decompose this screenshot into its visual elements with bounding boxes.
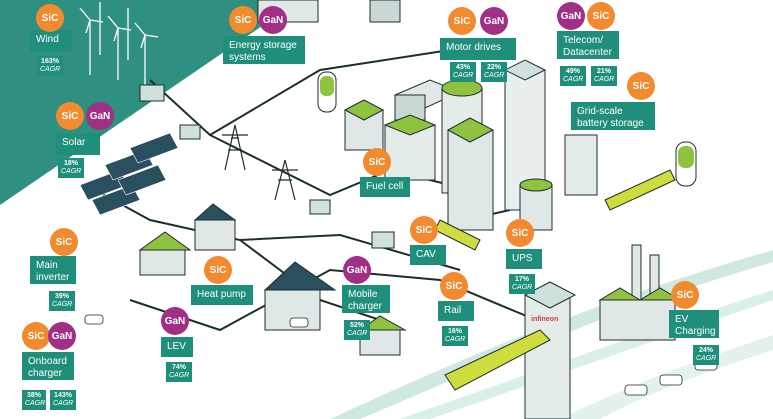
mobile-charger-gan-badge: GaN xyxy=(343,256,371,284)
telecom-sic-cagr-unit: CAGR xyxy=(594,76,615,83)
lev-cagr-unit: CAGR xyxy=(169,372,190,379)
wind-cagr: 163% CAGR xyxy=(37,56,63,76)
rail-cagr: 16% CAGR xyxy=(442,326,468,346)
grid-storage-label: Grid-scale battery storage xyxy=(571,102,655,130)
telecom-sic-cagr-value: 21% xyxy=(596,68,611,75)
motor-drives-label: Motor drives xyxy=(440,38,516,60)
rail-cagr-value: 16% xyxy=(447,328,462,335)
telecom-gan-cagr-unit: CAGR xyxy=(563,76,584,83)
transformer-wind xyxy=(139,84,165,102)
infineon-logo: infineon xyxy=(531,316,559,323)
rail-cagr-unit: CAGR xyxy=(445,336,466,343)
pylons xyxy=(222,124,298,201)
lev-cagr: 74% CAGR xyxy=(166,362,192,382)
ups-cagr-unit: CAGR xyxy=(512,284,533,291)
onboard-charger-sic-badge: SiC xyxy=(22,322,50,350)
solar-gan-badge: GaN xyxy=(86,102,114,130)
main-inverter-label: Main inverter xyxy=(30,256,76,284)
heat-pump-label: Heat pump xyxy=(191,285,253,305)
mobile-charger-label: Mobile charger xyxy=(342,285,390,313)
telecom-label: Telecom/ Datacenter xyxy=(557,31,619,59)
battery-cylinder xyxy=(317,71,337,113)
onboard-charger-gan-badge: GaN xyxy=(48,322,76,350)
energy-storage-label: Energy storage systems xyxy=(223,36,305,64)
telecom-sic-badge: SiC xyxy=(587,2,615,30)
grid-battery-cylinder xyxy=(675,141,697,187)
ev-charging-sic-badge: SiC xyxy=(671,281,699,309)
energy-storage-sic-badge: SiC xyxy=(229,6,257,34)
city-buildings xyxy=(343,59,598,231)
motor-drives-gan-cagr: 22% CAGR xyxy=(481,62,507,82)
solar-label: Solar xyxy=(56,133,100,155)
wind-turbines xyxy=(79,2,159,85)
motor-drives-sic-cagr: 43% CAGR xyxy=(450,62,476,82)
ev-charging-label: EV Charging xyxy=(669,310,719,338)
solar-panels xyxy=(79,132,179,216)
transformer-solar xyxy=(179,124,201,140)
motor-drives-gan-cagr-unit: CAGR xyxy=(484,72,505,79)
mobile-charger-cagr-value: 52% xyxy=(349,322,364,329)
solar-cagr-value: 18% xyxy=(63,160,78,167)
wind-cagr-value: 163% xyxy=(41,58,59,65)
onboard-charger-sic-cagr-unit: CAGR xyxy=(25,400,46,407)
rail-label: Rail xyxy=(438,301,474,321)
telecom-gan-cagr-value: 49% xyxy=(565,68,580,75)
telecom-gan-badge: GaN xyxy=(557,2,585,30)
energy-storage-gan-badge: GaN xyxy=(259,6,287,34)
motor-drives-sic-badge: SiC xyxy=(448,7,476,35)
wind-sic-badge: SiC xyxy=(36,4,64,32)
mobile-charger-cagr-unit: CAGR xyxy=(347,330,368,337)
transformer-cav xyxy=(371,231,395,249)
houses xyxy=(138,203,407,356)
fuel-cell-label: Fuel cell xyxy=(360,177,410,197)
ups-sic-badge: SiC xyxy=(506,219,534,247)
onboard-charger-gan-cagr: 143% CAGR xyxy=(50,390,76,410)
ev-charging-cagr-value: 24% xyxy=(698,347,713,354)
onboard-charger-label: Onboard charger xyxy=(22,352,74,380)
lev-gan-badge: GaN xyxy=(161,307,189,335)
wind-label: Wind xyxy=(30,30,72,52)
main-inverter-cagr-value: 39% xyxy=(54,293,69,300)
solar-sic-badge: SiC xyxy=(56,102,84,130)
heat-pump-sic-badge: SiC xyxy=(204,256,232,284)
lev-cagr-value: 74% xyxy=(171,364,186,371)
ev-charging-cagr: 24% CAGR xyxy=(693,345,719,365)
main-inverter-cagr-unit: CAGR xyxy=(52,301,73,308)
motor-drives-sic-cagr-value: 43% xyxy=(455,64,470,71)
solar-cagr: 18% CAGR xyxy=(58,158,84,178)
cav-sic-badge: SiC xyxy=(410,216,438,244)
cav-label: CAV xyxy=(410,245,446,265)
onboard-charger-sic-cagr: 38% CAGR xyxy=(22,390,46,410)
motor-drives-sic-cagr-unit: CAGR xyxy=(453,72,474,79)
lev-label: LEV xyxy=(161,337,193,357)
fuel-cell-sic-badge: SiC xyxy=(363,148,391,176)
main-inverter-cagr: 39% CAGR xyxy=(49,291,75,311)
factory xyxy=(598,244,682,341)
wind-cagr-unit: CAGR xyxy=(40,66,61,73)
ups-label: UPS xyxy=(506,249,542,269)
main-inverter-sic-badge: SiC xyxy=(50,228,78,256)
ups-cagr-value: 17% xyxy=(514,276,529,283)
parking-cars xyxy=(84,314,718,396)
mobile-charger-cagr: 52% CAGR xyxy=(344,320,370,340)
onboard-charger-gan-cagr-value: 143% xyxy=(54,392,72,399)
infineon-tower xyxy=(523,281,577,419)
motor-drives-gan-badge: GaN xyxy=(480,7,508,35)
ev-charging-cagr-unit: CAGR xyxy=(696,355,717,362)
onboard-charger-gan-cagr-unit: CAGR xyxy=(53,400,74,407)
telecom-gan-cagr: 49% CAGR xyxy=(560,66,586,86)
transformer-mid xyxy=(309,199,331,215)
grid-storage-sic-badge: SiC xyxy=(627,72,655,100)
onboard-charger-sic-cagr-value: 38% xyxy=(26,392,41,399)
telecom-sic-cagr: 21% CAGR xyxy=(591,66,617,86)
ups-cagr: 17% CAGR xyxy=(509,274,535,294)
rail-sic-badge: SiC xyxy=(440,272,468,300)
solar-cagr-unit: CAGR xyxy=(61,168,82,175)
motor-drives-gan-cagr-value: 22% xyxy=(486,64,501,71)
